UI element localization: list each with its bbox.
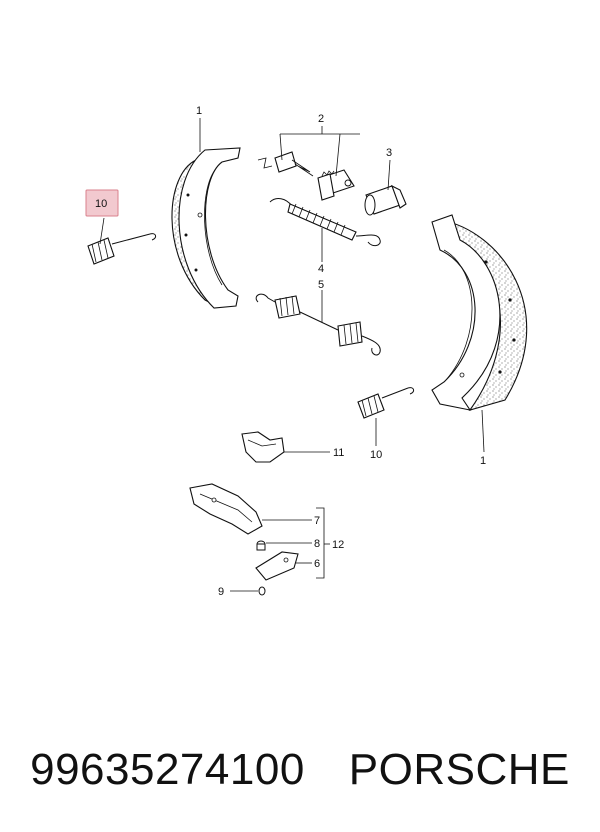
lever-plate[interactable] (255, 551, 299, 581)
pivot-bushing[interactable] (256, 540, 266, 551)
callout-1-top: 1 (196, 105, 202, 117)
highlight-box (85, 189, 119, 217)
lower-return-spring[interactable] (255, 293, 381, 356)
callout-12: 12 (332, 539, 344, 551)
part-caption: 99635274100 PORSCHE (0, 730, 600, 810)
upper-return-spring[interactable] (269, 198, 381, 247)
hold-down-spring-left[interactable] (87, 233, 157, 265)
brand-name: PORSCHE (348, 745, 570, 794)
callout-7: 7 (314, 515, 320, 527)
callout-10-left: 10 (95, 198, 107, 210)
adjuster-sleeve[interactable] (364, 184, 407, 216)
callout-6: 6 (314, 558, 320, 570)
callout-5: 5 (318, 279, 324, 291)
callout-11: 11 (333, 447, 344, 459)
washer[interactable] (258, 586, 266, 596)
part-number: 99635274100 (30, 745, 305, 794)
callout-3: 3 (386, 147, 392, 159)
callout-8: 8 (314, 538, 320, 550)
callout-2: 2 (318, 113, 324, 125)
hold-down-spring-right[interactable] (357, 387, 415, 419)
adjuster-assembly[interactable] (274, 151, 355, 201)
left-brake-shoe[interactable] (171, 147, 273, 309)
callout-9: 9 (218, 586, 224, 598)
right-brake-shoe[interactable] (431, 214, 528, 411)
callout-4: 4 (318, 263, 324, 275)
leader-lines (99, 118, 485, 592)
callout-10-right: 10 (370, 449, 382, 461)
retainer-clip[interactable] (241, 431, 285, 463)
parking-brake-lever[interactable] (189, 483, 263, 535)
exploded-parts-diagram: 1 2 3 4 5 10 10 1 11 7 8 12 6 9 (85, 105, 528, 598)
callout-1-right: 1 (480, 455, 486, 467)
